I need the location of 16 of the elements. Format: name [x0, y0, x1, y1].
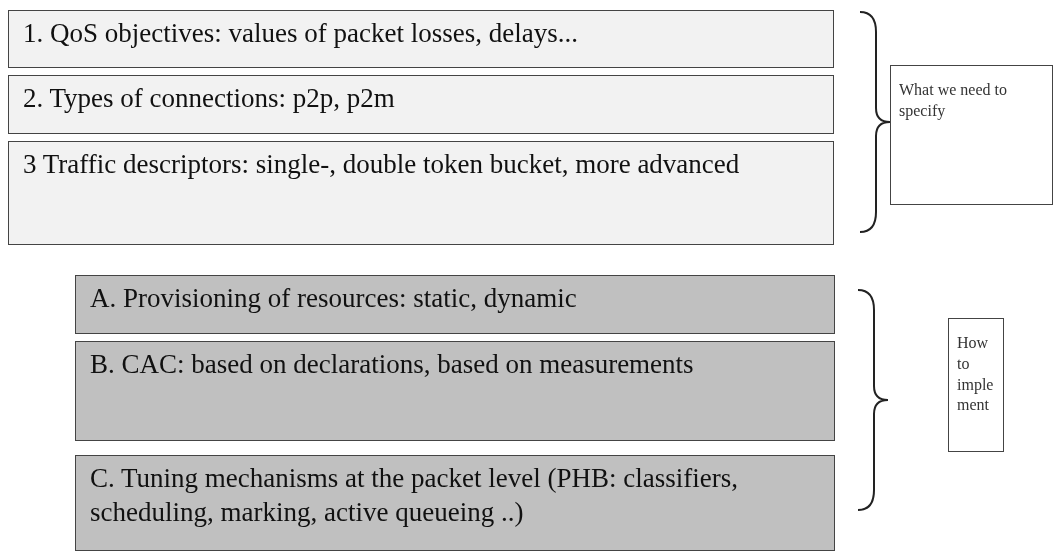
text-box: [75, 275, 835, 334]
note-text: What we need to specify: [899, 80, 1008, 122]
text-box: [8, 10, 834, 68]
box-text: 3 Traffic descriptors: single-, double token bucket, more advanced: [23, 148, 741, 181]
text-box: [75, 455, 835, 551]
text-box: [8, 75, 834, 134]
box-text: C. Tuning mechanisms at the packet level (PHB: classifiers, scheduling, marking, active queueing ..): [90, 462, 739, 529]
note-box: [948, 318, 1004, 452]
note-box: [890, 65, 1053, 205]
box-text: 2. Types of connections: p2p, p2m: [23, 82, 396, 115]
box-text: 1. QoS objectives: values of packet losses, delays...: [23, 17, 579, 50]
box-text: B. CAC: based on declarations, based on measurements: [90, 348, 695, 381]
note-text: How to imple ment: [957, 333, 995, 416]
text-box: [75, 341, 835, 441]
text-box: [8, 141, 834, 245]
box-text: A. Provisioning of resources: static, dynamic: [90, 282, 578, 315]
